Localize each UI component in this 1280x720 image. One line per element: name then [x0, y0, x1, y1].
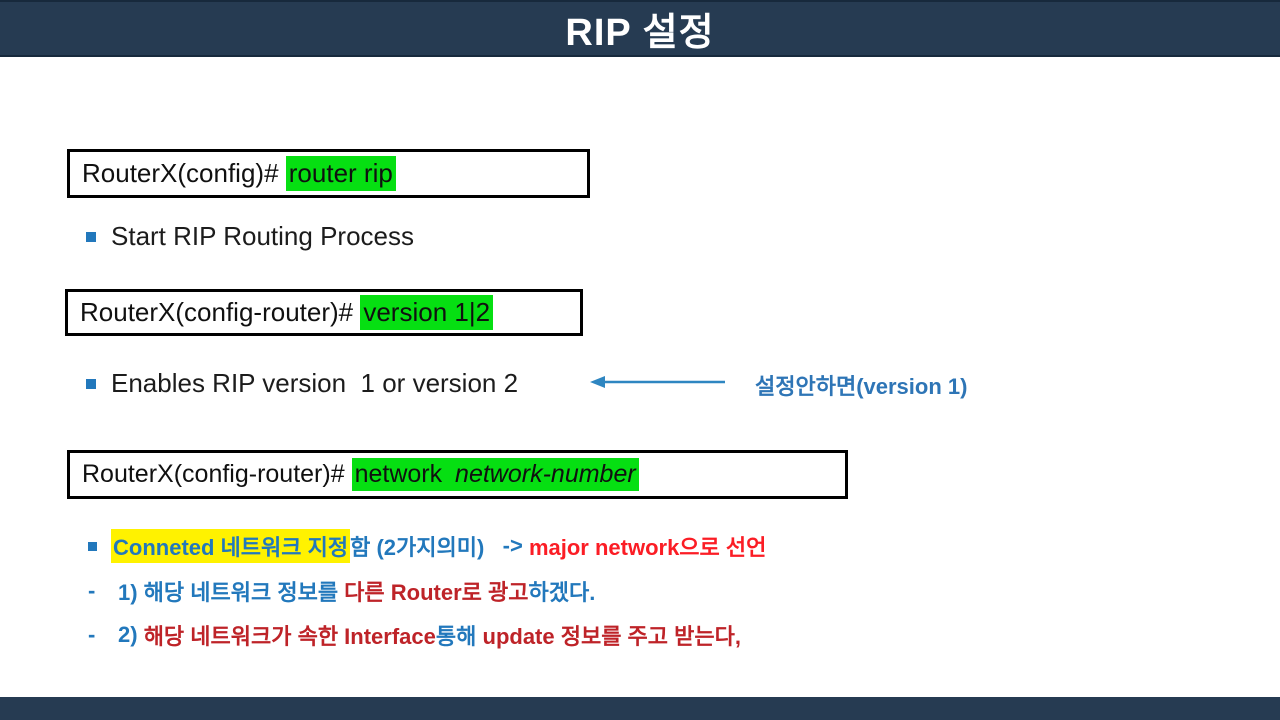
command-box-router-rip: RouterX(config)# router rip: [67, 149, 590, 198]
bullet-enables-version: Enables RIP version 1 or version 2: [86, 368, 518, 399]
command-prompt: RouterX(config-router)#: [80, 297, 361, 327]
square-bullet-icon: [88, 541, 97, 551]
command-argument-highlight: network-number: [452, 458, 639, 491]
detail-text: 하겠다.: [528, 580, 596, 605]
command-highlight: version 1|2: [360, 295, 494, 330]
highlighted-text: Conneted 네트워크 지정: [111, 529, 351, 563]
detail-text: 2): [118, 622, 144, 647]
detail-text: 1) 해당 네트워크 정보를: [118, 580, 345, 605]
command-prompt: RouterX(config-router)#: [82, 460, 352, 488]
command-box-network: RouterX(config-router)# network network-…: [67, 450, 848, 499]
title-bar: RIP 설정: [0, 0, 1280, 57]
bullet-start-rip: Start RIP Routing Process: [86, 221, 414, 252]
dash-bullet: -: [88, 622, 96, 647]
arrow-text: ->: [484, 533, 529, 558]
command-box-version: RouterX(config-router)# version 1|2: [65, 289, 583, 336]
command-prompt: RouterX(config)#: [82, 158, 286, 188]
detail-text-red: 해당 네트워크가 속한 Interface: [143, 624, 436, 649]
bullet-text: Start RIP Routing Process: [111, 221, 414, 251]
dash-bullet: -: [88, 578, 96, 603]
detail-text: 함 (2가지의미): [350, 535, 485, 560]
command-highlight: router rip: [285, 156, 396, 191]
detail-text: 통해: [435, 624, 477, 649]
list-item-connected-network: Conneted 네트워크 지정 함 (2가지의미) -> major netw…: [88, 529, 766, 563]
left-arrow-icon: [590, 376, 725, 388]
list-item-update: - 2) 해당 네트워크가 속한 Interface 통해 update 정보를…: [88, 619, 766, 651]
detail-text-red: 다른 Router로 광고: [344, 580, 529, 605]
square-bullet-icon: [86, 378, 96, 389]
command-highlight: network: [351, 458, 453, 491]
details-list: Conneted 네트워크 지정 함 (2가지의미) -> major netw…: [88, 529, 766, 663]
footer-bar: [0, 697, 1280, 720]
square-bullet-icon: [86, 231, 96, 242]
detail-text-red: update 정보를 주고 받는다,: [476, 624, 742, 649]
detail-text-red: major network으로 선언: [528, 535, 767, 560]
page-title: RIP 설정: [565, 12, 715, 54]
bullet-text: Enables RIP version 1 or version 2: [111, 368, 519, 398]
annotation-note: 설정안하면(version 1): [755, 374, 968, 399]
list-item-advertise: - 1) 해당 네트워크 정보를 다른 Router로 광고 하겠다.: [88, 575, 766, 607]
